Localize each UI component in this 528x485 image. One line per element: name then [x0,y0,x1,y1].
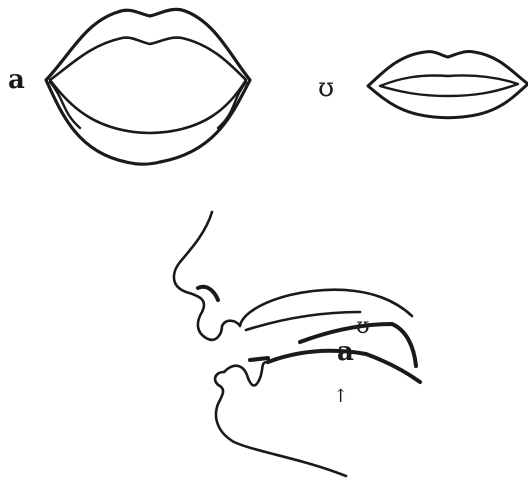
open-lips-outer [46,9,250,164]
profile-nose-upper-lip [174,212,412,340]
profile-lower-lip-chin [215,372,346,476]
open-lips [46,9,250,164]
side-profile [174,212,412,476]
label-tongue-low: a [337,337,354,367]
label-arrow: ↑ [333,386,348,407]
profile-lower-mouth [224,362,268,386]
tongue-low-tail [250,358,268,360]
rounded-lips-outer [368,52,528,118]
label-rounded-vowel: ʊ [318,73,334,103]
open-lips-lower-lip-line [50,82,80,128]
rounded-lips [368,52,528,118]
rounded-lips-opening [380,75,518,96]
open-lips-lower-lip-line-right [218,82,246,128]
label-tongue-high: ʊ [356,314,370,339]
open-lips-inner [50,38,246,133]
tongue-positions [250,324,420,382]
label-open-vowel: a [8,65,25,95]
